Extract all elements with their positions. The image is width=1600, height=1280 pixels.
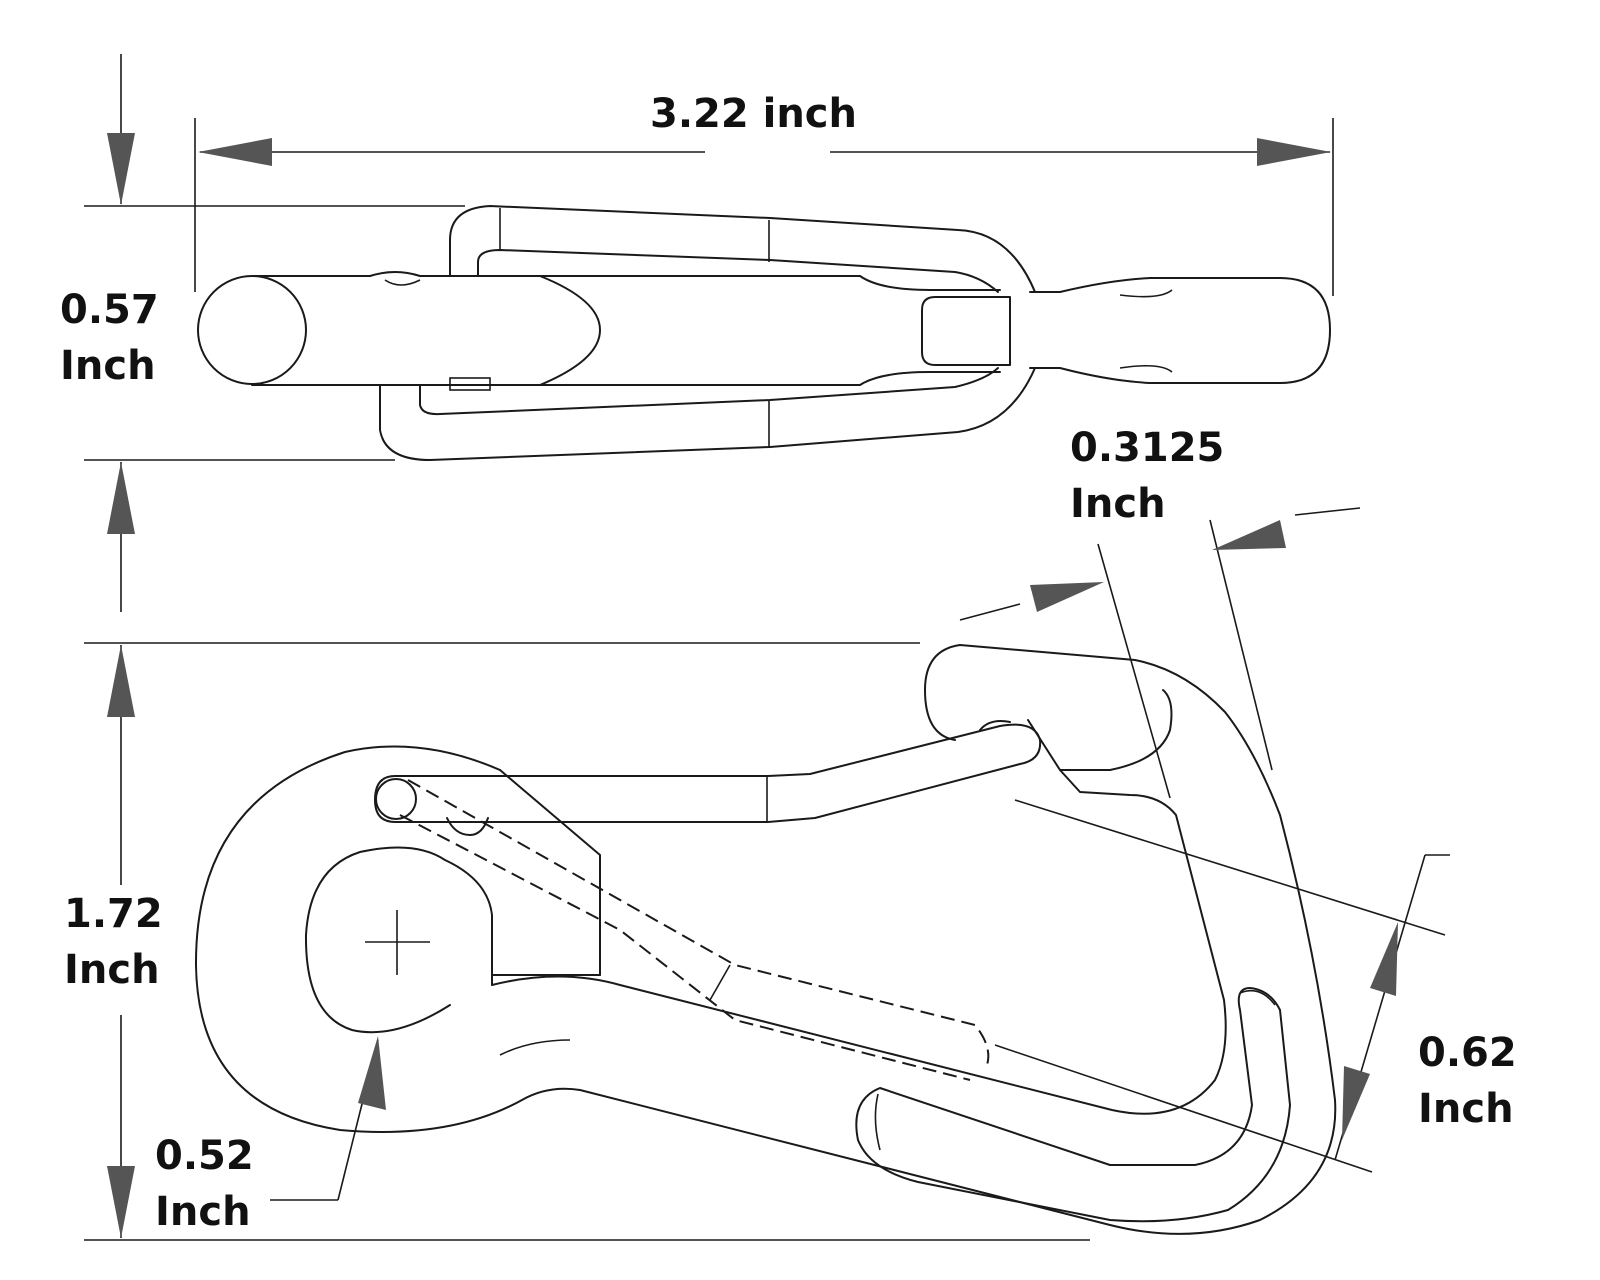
width-unit: Inch (60, 343, 156, 389)
side-view-dimensions (84, 507, 1450, 1241)
length-value: 3.22 inch (650, 91, 857, 137)
width-value: 0.57 (60, 287, 159, 333)
eye-dimension-label: 0.52 Inch (155, 1128, 254, 1240)
side-view-gate (374, 723, 1042, 823)
gate-dimension-label: 0.3125 Inch (1070, 420, 1224, 532)
top-view-body (251, 271, 601, 386)
side-view (194, 644, 1337, 1235)
height-arrow-bottom (107, 1166, 135, 1238)
opening-value: 0.62 (1418, 1030, 1517, 1076)
length-dimension-label: 3.22 inch (650, 86, 857, 142)
top-view-gate-upper (449, 205, 1036, 293)
eye-arrow (358, 1036, 386, 1110)
opening-unit: Inch (1418, 1086, 1514, 1132)
side-view-body (194, 644, 1337, 1235)
top-view-gate-lower (379, 367, 1036, 461)
opening-dimension-label: 0.62 Inch (1418, 1025, 1517, 1137)
length-arrow-right (1257, 138, 1331, 166)
gate-unit: Inch (1070, 481, 1166, 527)
top-view-dimensions (84, 54, 1334, 612)
top-view-left-end (197, 275, 307, 385)
opening-arrow-bottom (1342, 1066, 1370, 1140)
length-arrow-left (198, 138, 272, 166)
eye-value: 0.52 (155, 1133, 254, 1179)
width-arrow-bottom (107, 462, 135, 534)
side-view-spring (407, 779, 990, 1071)
opening-arrow-top (1370, 922, 1398, 996)
width-dimension-label: 0.57 Inch (60, 282, 159, 394)
gate-arrow-right (1212, 520, 1286, 550)
height-value: 1.72 (64, 891, 163, 937)
height-unit: Inch (64, 947, 160, 993)
top-view (197, 205, 1331, 461)
gate-arrow-left (1030, 582, 1104, 612)
gate-value: 0.3125 (1070, 425, 1225, 471)
height-dimension-label: 1.72 Inch (64, 886, 163, 998)
eye-unit: Inch (155, 1189, 251, 1235)
side-view-slot (855, 987, 1291, 1223)
width-arrow-top (107, 133, 135, 205)
height-arrow-top (107, 645, 135, 717)
side-view-eye (304, 846, 493, 1034)
top-view-right-end (1029, 277, 1331, 384)
